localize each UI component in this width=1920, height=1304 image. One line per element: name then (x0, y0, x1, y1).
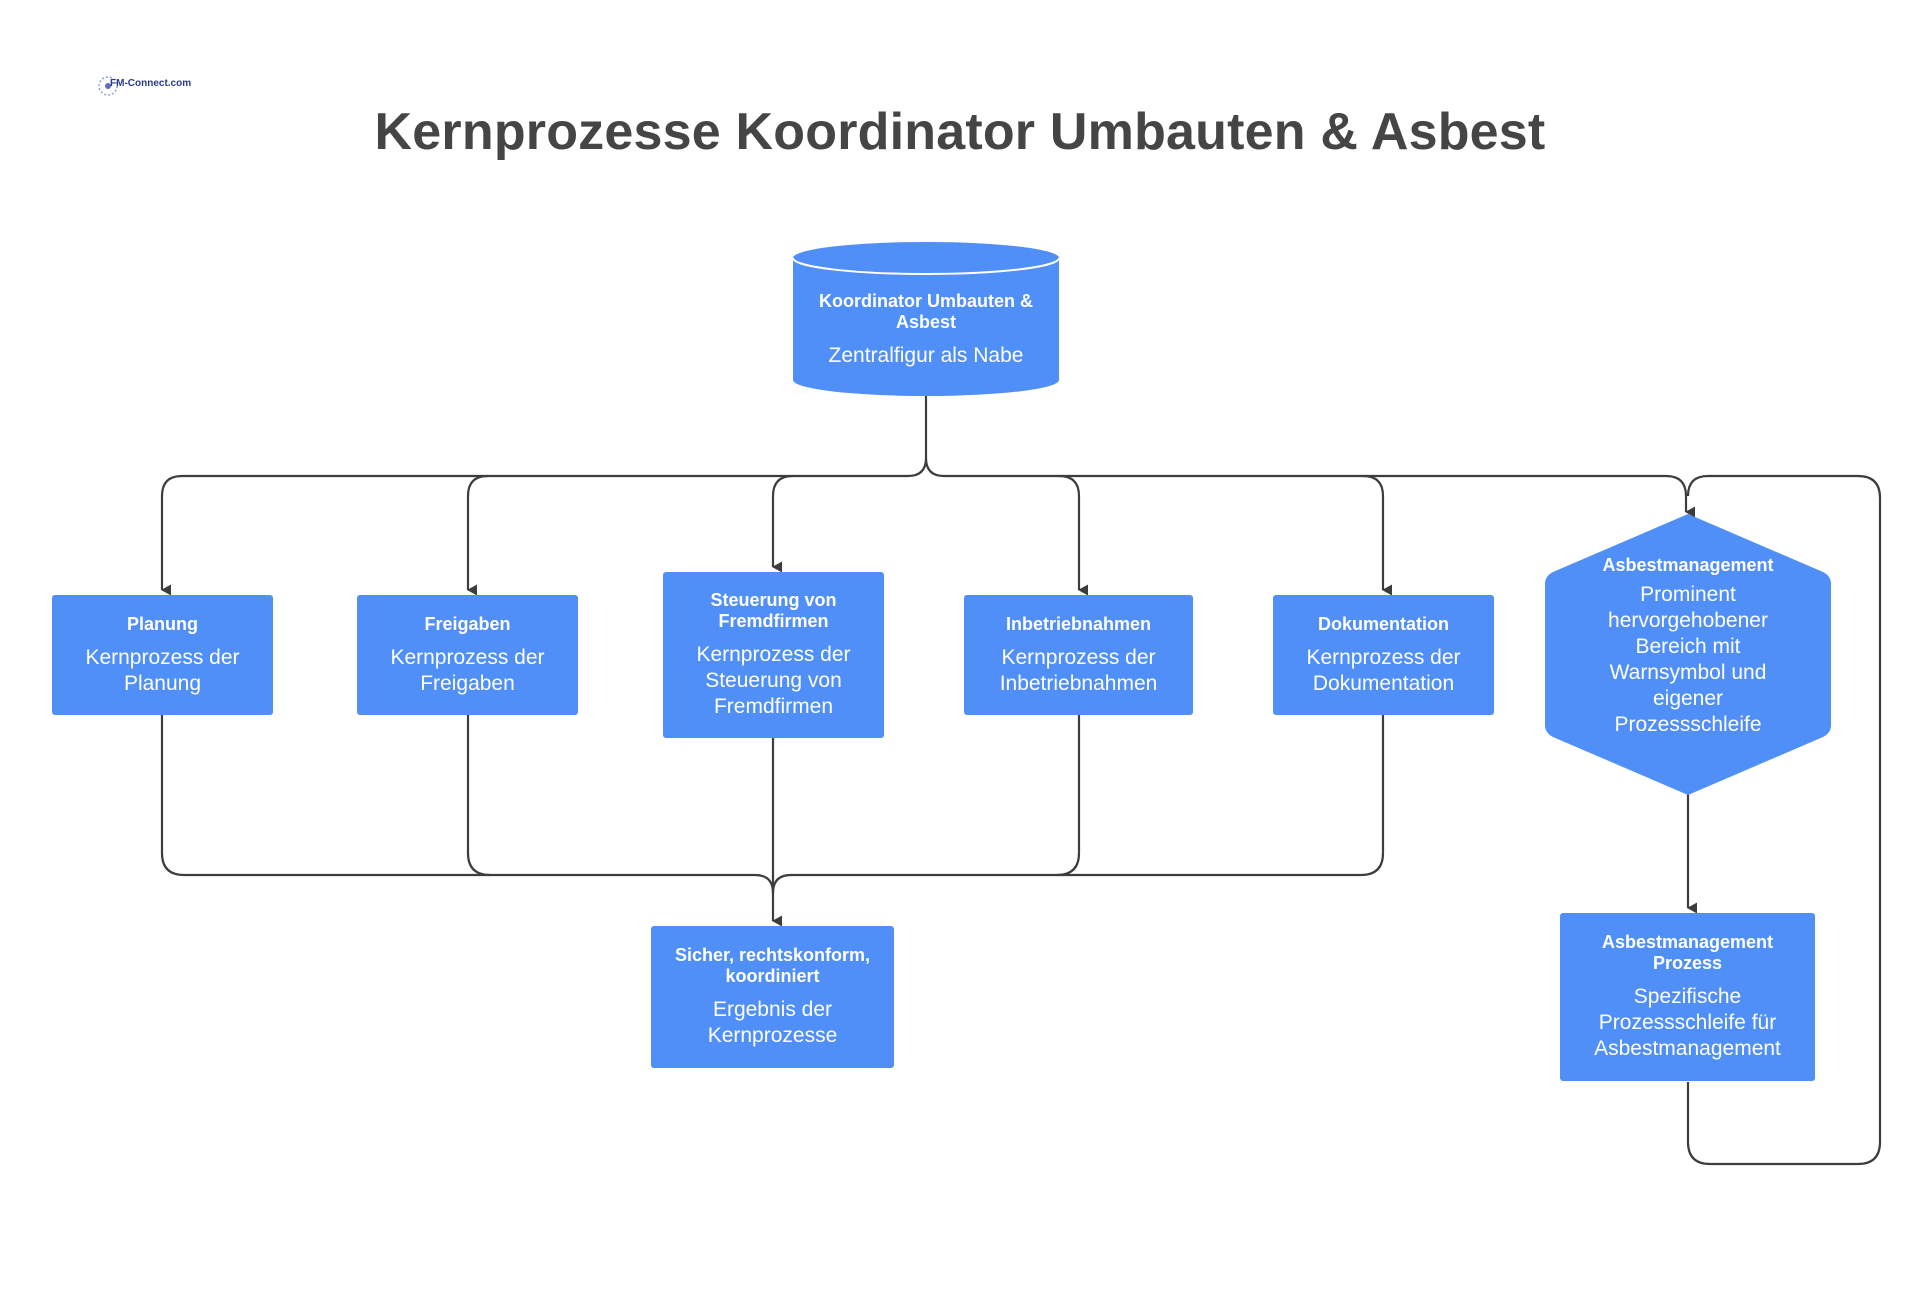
node-asbest-prozess[interactable]: Asbestmanagement Prozess Spezifische Pro… (1560, 913, 1815, 1081)
edge-inbetrieb-ergebnis (771, 715, 1081, 894)
logo-text: FM-Connect.com (110, 78, 192, 89)
node-ergebnis-text: Ergebnis der Kernprozesse (707, 998, 838, 1047)
edge-doku-ergebnis (1057, 715, 1385, 877)
edge-planung-ergebnis (160, 715, 775, 894)
edge-hub-right-rail (944, 474, 1688, 497)
node-asbestmanagement-text: Prominent hervorgehobener Bereich mit Wa… (1608, 583, 1768, 736)
edge-hub-planung (160, 474, 908, 590)
node-inbetriebnahmen-text: Kernprozess der Inbetriebnahmen (999, 645, 1158, 695)
node-steuerung-text: Kernprozess der Steuerung von Fremdfirme… (696, 643, 851, 718)
node-planung[interactable]: Planung Kernprozess der Planung (52, 595, 273, 715)
edge-hub-steuerung (771, 474, 794, 567)
node-asbest-prozess-title: Asbestmanagement Prozess (1601, 932, 1774, 973)
node-inbetriebnahmen-title: Inbetriebnahmen (1005, 613, 1152, 634)
diagram-title: Kernprozesse Koordinator Umbauten & Asbe… (374, 103, 1546, 161)
node-planung-title: Planung (127, 613, 198, 634)
edge-hub-inbetrieb (1058, 474, 1079, 590)
node-ergebnis[interactable]: Sicher, rechtskonform, koordiniert Ergeb… (651, 926, 894, 1068)
node-asbest-prozess-text: Spezifische Prozessschleife für Asbestma… (1594, 985, 1781, 1060)
edge-hub-doku (1362, 474, 1383, 590)
edge-freigaben-ergebnis (466, 715, 491, 877)
node-steuerung-title: Steuerung von Fremdfirmen (710, 590, 837, 631)
node-asbestmanagement-title: Asbestmanagement (1602, 555, 1774, 575)
node-freigaben-text: Kernprozess der Freigaben (390, 645, 545, 695)
company-logo (98, 76, 118, 96)
node-planung-text: Kernprozess der Planung (85, 645, 240, 695)
edge-hub-freigaben (466, 474, 489, 590)
node-ergebnis-title: Sicher, rechtskonform, koordiniert (674, 945, 871, 986)
node-hub-text: Zentralfigur als Nabe (828, 344, 1024, 367)
node-freigaben[interactable]: Freigaben Kernprozess der Freigaben (357, 595, 578, 715)
node-asbestmanagement[interactable]: Asbestmanagement Prominent hervorgehoben… (1545, 555, 1831, 755)
edge-hub-trunk (907, 395, 945, 478)
node-hub[interactable]: Koordinator Umbauten & Asbest Zentralfig… (793, 282, 1059, 378)
node-freigaben-title: Freigaben (424, 613, 511, 634)
asbest-hexagon-shape (1545, 514, 1831, 795)
node-dokumentation[interactable]: Dokumentation Kernprozess der Dokumentat… (1273, 595, 1494, 715)
hub-cylinder-shape (793, 242, 1059, 396)
node-steuerung[interactable]: Steuerung von Fremdfirmen Kernprozess de… (663, 572, 884, 738)
node-dokumentation-text: Kernprozess der Dokumentation (1306, 645, 1461, 695)
node-inbetriebnahmen[interactable]: Inbetriebnahmen Kernprozess der Inbetrie… (964, 595, 1193, 715)
node-hub-title: Koordinator Umbauten & Asbest (819, 291, 1033, 332)
edge-asbest-loop (1686, 474, 1882, 1166)
node-dokumentation-title: Dokumentation (1317, 613, 1449, 634)
